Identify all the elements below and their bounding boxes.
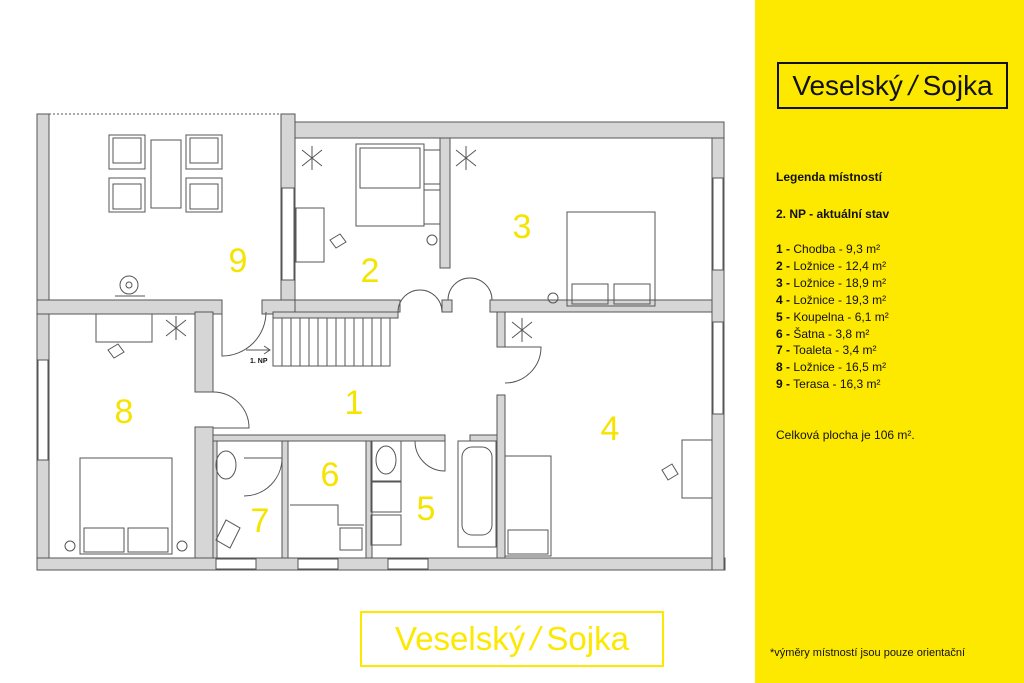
logo-left-text: Veselský	[395, 620, 526, 657]
legend-item-text: Ložnice - 16,5 m²	[793, 360, 887, 375]
room-number-3: 3	[513, 208, 532, 246]
legend-item-number: 8 -	[776, 360, 791, 375]
legend-item-number: 3 -	[776, 275, 791, 290]
room-number-4: 4	[601, 410, 620, 448]
ceiling-fan-icon	[511, 318, 533, 342]
room-number-8: 8	[115, 393, 134, 431]
room-number-1: 1	[345, 384, 364, 422]
legend-item-text: Chodba - 9,3 m²	[793, 242, 881, 256]
legend-item: 7 - Toaleta - 3,4 m²	[776, 342, 889, 359]
logo-right-text: Sojka	[922, 69, 993, 101]
bathroom-fixtures	[215, 440, 497, 551]
ceiling-fan-icon	[165, 316, 187, 340]
room-number-2: 2	[361, 252, 380, 290]
legend-item-number: 6 -	[776, 326, 791, 341]
bedroom-8-furniture	[64, 313, 188, 555]
bedroom-3-furniture	[455, 146, 656, 307]
room-number-5: 5	[417, 490, 436, 528]
legend-item-text: Terasa - 16,3 m²	[793, 377, 881, 392]
legend-item: 6 - Šatna - 3,8 m²	[776, 326, 889, 343]
floor-plan: 1. NP 1 2 3 4 5 6 7 8 9	[36, 113, 726, 571]
logo-slash: /	[527, 620, 545, 657]
logo-right-text: Sojka	[546, 620, 629, 657]
grill-icon	[115, 275, 145, 297]
room-number-7: 7	[251, 502, 270, 540]
legend-title: Legenda místností	[776, 170, 883, 184]
ceiling-fan-icon	[455, 146, 477, 170]
ceiling-fan-icon	[301, 146, 323, 170]
table-icon	[108, 134, 223, 213]
legend-item-number: 2 -	[776, 258, 791, 273]
total-area: Celková plocha je 106 m².	[776, 428, 915, 442]
walls	[36, 113, 726, 571]
windows	[37, 177, 724, 570]
room-number-6: 6	[321, 456, 340, 494]
legend-item-number: 9 -	[776, 377, 791, 392]
terrace	[49, 113, 281, 297]
legend-item: 2 - Ložnice - 12,4 m²	[776, 258, 889, 275]
legend-item-text: Ložnice - 18,9 m²	[793, 275, 887, 290]
legend-subtitle: 2. NP - aktuální stav	[776, 207, 890, 221]
legend-item-number: 4 -	[776, 292, 791, 307]
legend-item-text: Ložnice - 12,4 m²	[793, 258, 887, 273]
legend-room-list: 1 - Chodba - 9,3 m² 2 - Ložnice - 12,4 m…	[776, 241, 889, 393]
legend-item: 3 - Ložnice - 18,9 m²	[776, 275, 889, 292]
legend-item-text: Koupelna - 6,1 m²	[793, 309, 889, 324]
legend-item: 9 - Terasa - 16,3 m²	[776, 376, 889, 393]
legend-item: 4 - Ložnice - 19,3 m²	[776, 292, 889, 309]
legend-panel	[755, 0, 1024, 683]
doors	[212, 277, 542, 497]
bedroom-4-furniture	[504, 318, 713, 557]
logo-bottom: Veselský/Sojka	[360, 611, 664, 667]
room-numbers: 1 2 3 4 5 6 7 8 9	[115, 208, 620, 540]
legend-item-number: 7 -	[776, 343, 791, 358]
bedroom-2-furniture	[295, 143, 441, 263]
legend-item-text: Šatna - 3,8 m²	[793, 326, 870, 341]
room-number-9: 9	[229, 242, 248, 280]
legend-item: 1 - Chodba - 9,3 m²	[776, 241, 889, 258]
legend-item-number: 5 -	[776, 309, 791, 324]
footnote: *výměry místností jsou pouze orientační	[770, 647, 966, 659]
floor-below-label: 1. NP	[250, 358, 268, 365]
staircase	[246, 317, 391, 367]
legend-item-text: Ložnice - 19,3 m²	[793, 292, 887, 307]
logo-top: Veselský/Sojka	[777, 62, 1008, 109]
logo-left-text: Veselský	[792, 69, 903, 101]
legend-item: 8 - Ložnice - 16,5 m²	[776, 359, 889, 376]
legend-item-text: Toaleta - 3,4 m²	[793, 343, 877, 358]
legend-item-number: 1 -	[776, 242, 791, 256]
logo-slash: /	[905, 69, 921, 101]
legend-item: 5 - Koupelna - 6,1 m²	[776, 309, 889, 326]
